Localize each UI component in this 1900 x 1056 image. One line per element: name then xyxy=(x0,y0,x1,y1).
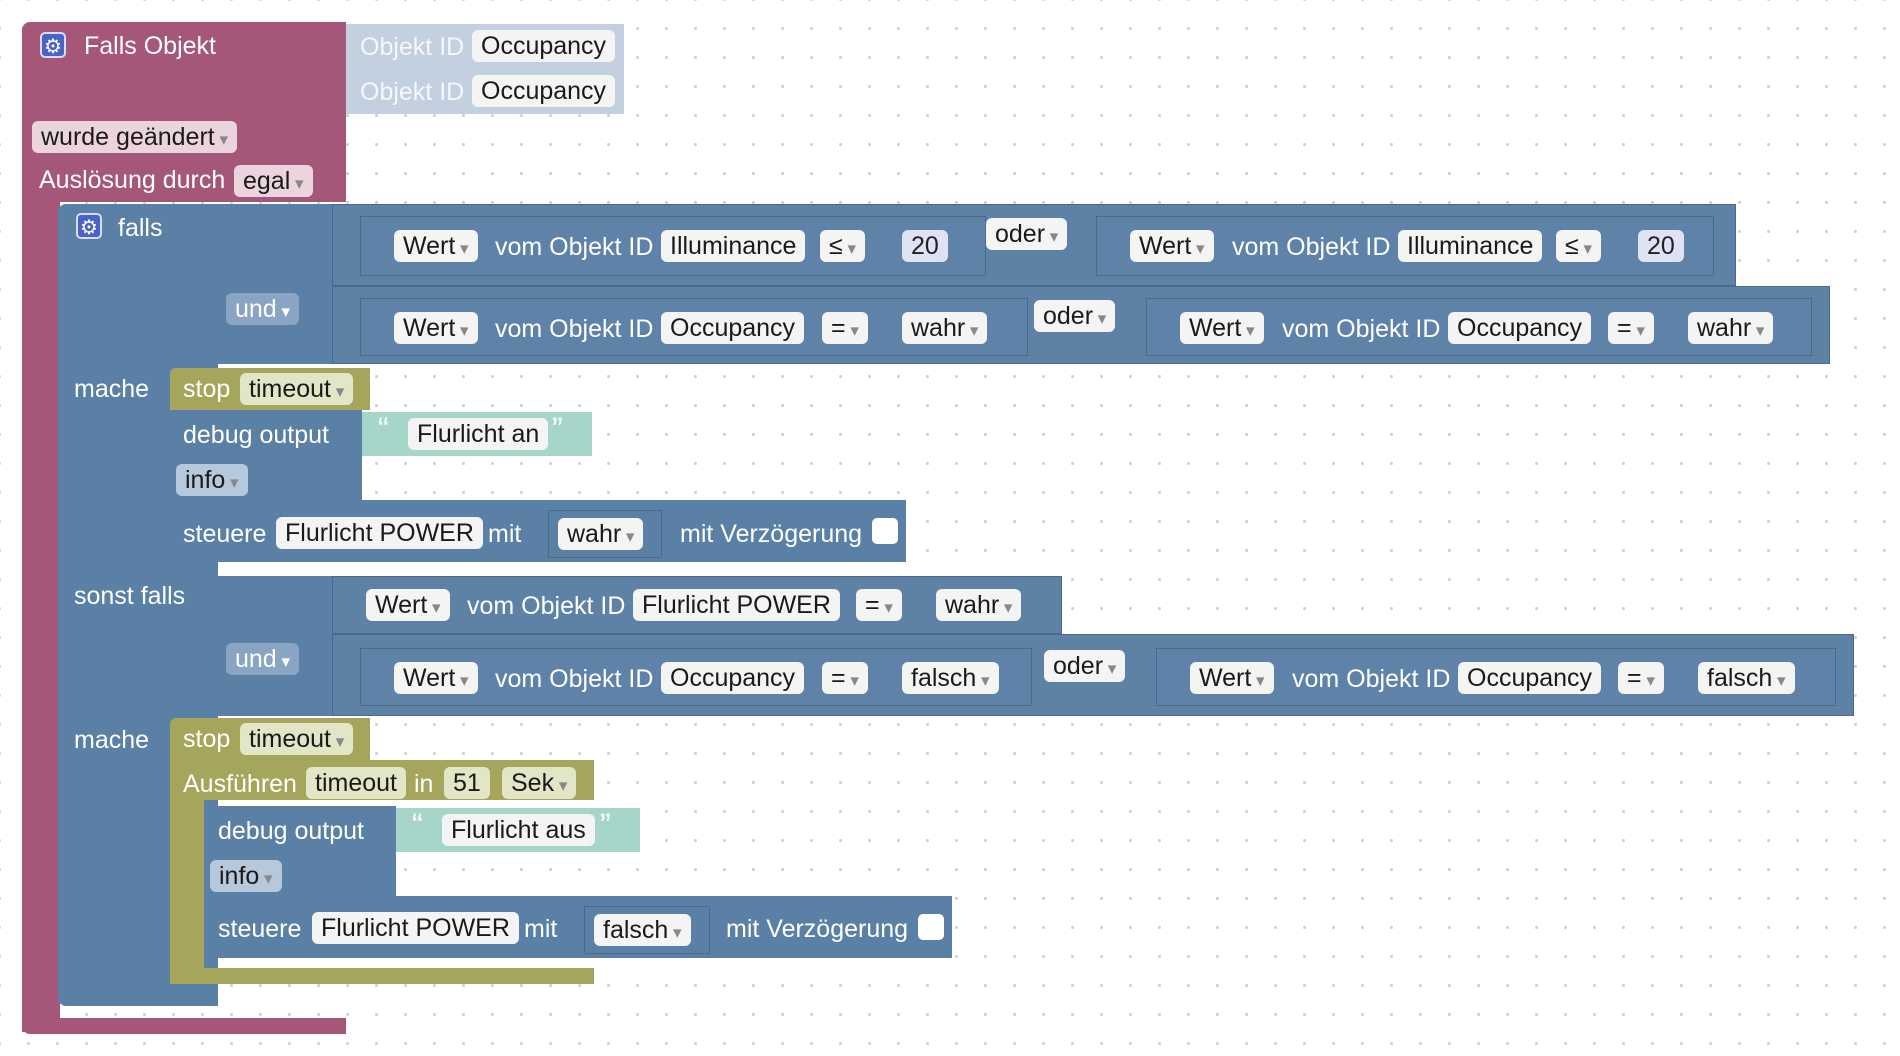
debug-label: debug output xyxy=(183,421,329,449)
unit-dropdown[interactable]: Sek xyxy=(502,767,577,799)
control-target[interactable]: Flurlicht POWER xyxy=(312,912,519,944)
object-id-value[interactable]: Illuminance xyxy=(661,230,806,262)
trigger-label: Auslösung durch xyxy=(39,166,226,194)
object-label: vom Objekt ID xyxy=(495,315,654,343)
value-dropdown[interactable]: Wert xyxy=(1190,662,1274,694)
object-label: vom Objekt ID xyxy=(1282,315,1441,343)
boolean-dropdown[interactable]: wahr xyxy=(558,518,644,550)
control-label: steuere xyxy=(183,520,267,548)
object-id-value[interactable]: Occupancy xyxy=(1448,312,1592,344)
change-type-dropdown[interactable]: wurde geändert xyxy=(32,121,237,153)
object-id-value[interactable]: Occupancy xyxy=(472,75,616,107)
execute-label: Ausführen xyxy=(183,770,297,798)
value-dropdown[interactable]: Wert xyxy=(394,312,478,344)
number-input[interactable]: 20 xyxy=(1638,230,1684,262)
object-id-value[interactable]: Occupancy xyxy=(661,662,805,694)
and-operator-dropdown[interactable]: und xyxy=(226,293,299,325)
event-block-bottom xyxy=(22,1018,346,1034)
object-label: vom Objekt ID xyxy=(1292,665,1451,693)
delay-checkbox[interactable] xyxy=(872,518,898,544)
timeout-block-bottom xyxy=(170,968,594,984)
if-label: falls xyxy=(118,214,163,242)
or-operator-dropdown[interactable]: oder xyxy=(986,218,1068,250)
quote-open: “ xyxy=(412,807,423,843)
object-id-value[interactable]: Flurlicht POWER xyxy=(633,589,840,621)
delay-label: mit Verzögerung xyxy=(726,915,909,943)
and-operator-dropdown[interactable]: und xyxy=(226,643,299,675)
object-id-value[interactable]: Occupancy xyxy=(472,30,616,62)
object-label: vom Objekt ID xyxy=(467,592,626,620)
timer-name[interactable]: timeout xyxy=(306,767,406,799)
object-id-value[interactable]: Illuminance xyxy=(1398,230,1543,262)
object-id-value[interactable]: Occupancy xyxy=(661,312,805,344)
boolean-dropdown[interactable]: wahr xyxy=(936,589,1022,621)
trigger-source-dropdown[interactable]: egal xyxy=(234,165,313,197)
quote-close: ” xyxy=(600,807,611,843)
object-id-label: Objekt ID xyxy=(360,33,465,61)
event-block-left xyxy=(22,200,60,1032)
delay-checkbox[interactable] xyxy=(918,914,944,940)
timer-dropdown[interactable]: timeout xyxy=(240,723,354,755)
debug-text-value[interactable]: Flurlicht an xyxy=(408,418,549,450)
object-id-label: Objekt ID xyxy=(360,78,465,106)
object-label: vom Objekt ID xyxy=(495,665,654,693)
log-level-dropdown[interactable]: info xyxy=(210,860,282,892)
value-dropdown[interactable]: Wert xyxy=(1130,230,1214,262)
object-id-value[interactable]: Occupancy xyxy=(1458,662,1602,694)
operator-dropdown[interactable]: = xyxy=(822,312,868,344)
log-level-dropdown[interactable]: info xyxy=(176,464,248,496)
timeout-block-side xyxy=(170,800,204,970)
operator-dropdown[interactable]: ≤ xyxy=(820,230,865,262)
control-target[interactable]: Flurlicht POWER xyxy=(276,517,483,549)
quote-open: “ xyxy=(378,411,389,447)
boolean-dropdown[interactable]: wahr xyxy=(902,312,988,344)
event-title: Falls Objekt xyxy=(84,32,216,60)
value-dropdown[interactable]: Wert xyxy=(394,662,478,694)
seconds-input[interactable]: 51 xyxy=(444,767,490,799)
do-label: mache xyxy=(74,375,150,403)
object-label: vom Objekt ID xyxy=(1232,233,1391,261)
with-label: mit xyxy=(488,520,522,548)
timer-dropdown[interactable]: timeout xyxy=(240,373,354,405)
operator-dropdown[interactable]: = xyxy=(1608,312,1654,344)
or-operator-dropdown[interactable]: oder xyxy=(1034,300,1116,332)
boolean-dropdown[interactable]: falsch xyxy=(1698,662,1795,694)
debug-label: debug output xyxy=(218,817,364,845)
gear-icon[interactable]: ⚙ xyxy=(76,213,102,239)
operator-dropdown[interactable]: = xyxy=(822,662,868,694)
operator-dropdown[interactable]: ≤ xyxy=(1556,230,1601,262)
stop-label: stop xyxy=(183,725,231,753)
operator-dropdown[interactable]: = xyxy=(1618,662,1664,694)
value-dropdown[interactable]: Wert xyxy=(366,589,450,621)
operator-dropdown[interactable]: = xyxy=(856,589,902,621)
in-label: in xyxy=(414,770,434,798)
value-dropdown[interactable]: Wert xyxy=(1180,312,1264,344)
value-dropdown[interactable]: Wert xyxy=(394,230,478,262)
or-operator-dropdown[interactable]: oder xyxy=(1044,650,1126,682)
gear-icon[interactable]: ⚙ xyxy=(40,32,66,58)
debug-text-value[interactable]: Flurlicht aus xyxy=(442,814,595,846)
else-if-label: sonst falls xyxy=(74,582,186,610)
control-label: steuere xyxy=(218,915,302,943)
boolean-dropdown[interactable]: falsch xyxy=(902,662,999,694)
boolean-dropdown[interactable]: wahr xyxy=(1688,312,1774,344)
boolean-dropdown[interactable]: falsch xyxy=(594,914,691,946)
delay-label: mit Verzögerung xyxy=(680,520,863,548)
object-label: vom Objekt ID xyxy=(495,233,654,261)
stop-label: stop xyxy=(183,375,231,403)
if-condition-bar-1 xyxy=(218,204,332,364)
number-input[interactable]: 20 xyxy=(902,230,948,262)
with-label: mit xyxy=(524,915,558,943)
do-label: mache xyxy=(74,726,150,754)
quote-close: ” xyxy=(552,411,563,447)
